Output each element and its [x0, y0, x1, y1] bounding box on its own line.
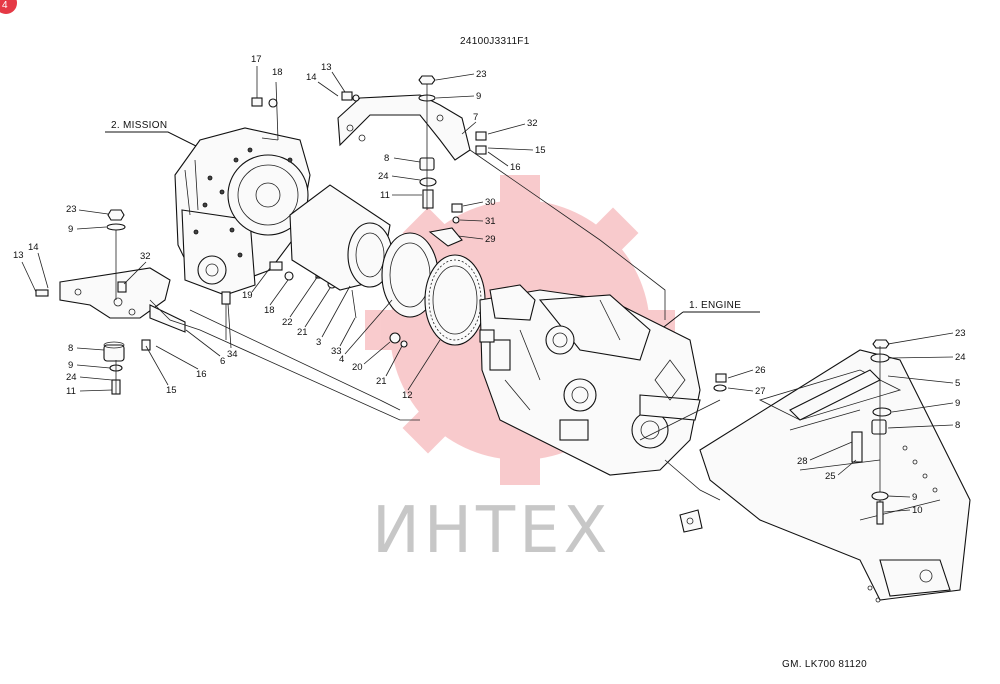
callout-21-lower: 21 [376, 376, 387, 387]
callout-20: 20 [352, 362, 363, 373]
callout-19: 19 [242, 290, 253, 301]
flywheel-housing-rings [289, 184, 486, 348]
callout-24: 24 [378, 171, 389, 182]
callout-23: 23 [476, 69, 487, 80]
transmission-assembly [174, 127, 311, 340]
callout-4: 4 [339, 354, 344, 365]
callout-24-left: 24 [66, 372, 77, 383]
callout-33: 33 [331, 346, 342, 357]
callout-3: 3 [316, 337, 321, 348]
callout-24-right: 24 [955, 352, 966, 363]
callout-9-bottom-right: 9 [912, 492, 917, 503]
mission-leader-line [105, 131, 201, 149]
mission-assembly-label: 2. MISSION [111, 120, 167, 131]
callout-5: 5 [955, 378, 960, 389]
callout-32: 32 [527, 118, 538, 129]
callout-21: 21 [297, 327, 308, 338]
callout-22: 22 [282, 317, 293, 328]
callout-18-middle: 18 [264, 305, 275, 316]
callout-labels: 17 18 13 14 23 9 7 32 15 16 8 24 11 30 3… [13, 54, 966, 516]
callout-11-left: 11 [66, 386, 76, 397]
engine-assembly-label: 1. ENGINE [689, 300, 741, 311]
callout-27: 27 [755, 386, 766, 397]
callout-23-right: 23 [955, 328, 966, 339]
document-number: 24100J3311F1 [460, 36, 530, 47]
callout-26: 26 [755, 365, 766, 376]
callout-14: 14 [306, 72, 317, 83]
callout-7: 7 [473, 112, 478, 123]
callout-28: 28 [797, 456, 808, 467]
callout-25: 25 [825, 471, 836, 482]
callout-14-left: 14 [28, 242, 39, 253]
drawing-footer-code: GM. LK700 81120 [782, 659, 867, 670]
callout-23-left: 23 [66, 204, 77, 215]
callout-8: 8 [384, 153, 389, 164]
callout-16: 16 [510, 162, 521, 173]
chassis-frame [679, 339, 971, 603]
callout-15-left: 15 [166, 385, 177, 396]
callout-29: 29 [485, 234, 496, 245]
watermark-logotype: ИНТЕХ [372, 494, 611, 568]
top-engine-bracket [337, 75, 487, 210]
callout-31: 31 [485, 216, 496, 227]
callout-12: 12 [402, 390, 413, 401]
callout-9: 9 [476, 91, 481, 102]
callout-18: 18 [272, 67, 283, 78]
callout-34: 34 [227, 349, 238, 360]
callout-13: 13 [321, 62, 332, 73]
callout-32-left: 32 [140, 251, 151, 262]
callout-8-right: 8 [955, 420, 960, 431]
callout-13-left: 13 [13, 250, 24, 261]
callout-9-right: 9 [955, 398, 960, 409]
callout-8-left: 8 [68, 343, 73, 354]
callout-9-left-lower: 9 [68, 360, 73, 371]
assembly-guide-lines [149, 149, 721, 501]
callout-10: 10 [912, 505, 923, 516]
left-mount-stack [35, 209, 186, 395]
engine-assembly [479, 284, 701, 476]
callout-17: 17 [251, 54, 262, 65]
callout-16-left: 16 [196, 369, 207, 380]
svg-text:4: 4 [2, 0, 8, 11]
corner-badge: 4 [0, 0, 17, 14]
callout-30: 30 [485, 197, 496, 208]
callout-11: 11 [380, 190, 390, 201]
callout-6: 6 [220, 356, 225, 367]
bracket-fasteners-top [428, 203, 463, 247]
callout-15: 15 [535, 145, 546, 156]
callout-9-left: 9 [68, 224, 73, 235]
